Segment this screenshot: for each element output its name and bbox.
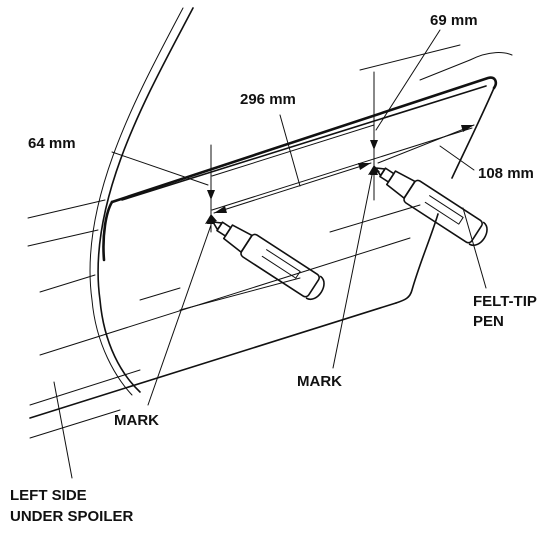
label-part-line1: LEFT SIDE: [10, 487, 87, 504]
felt-tip-pen-icon: [375, 167, 488, 247]
label-felt-tip-pen-line2: PEN: [473, 313, 504, 330]
label-mark-right: MARK: [297, 373, 342, 390]
label-mark-left: MARK: [114, 412, 159, 429]
body-panel-outline: [89, 7, 194, 396]
dimension-69mm: [370, 29, 441, 175]
dimension-108mm: [377, 124, 475, 171]
spoiler-outline: [29, 76, 498, 439]
dimension-64mm: [111, 151, 215, 224]
felt-tip-pen-icon: [212, 221, 325, 301]
leader-lines: [53, 169, 487, 479]
body-surface-lines: [27, 44, 513, 247]
label-64mm: 64 mm: [28, 135, 76, 152]
reference-line: [211, 124, 473, 211]
label-felt-tip-pen-line1: FELT-TIP: [473, 293, 537, 310]
label-part-line2: UNDER SPOILER: [10, 508, 134, 525]
label-296mm: 296 mm: [240, 91, 296, 108]
label-69mm: 69 mm: [430, 12, 478, 29]
dimension-296mm: [213, 114, 372, 214]
mark-points: [205, 165, 380, 224]
label-108mm: 108 mm: [478, 165, 534, 182]
